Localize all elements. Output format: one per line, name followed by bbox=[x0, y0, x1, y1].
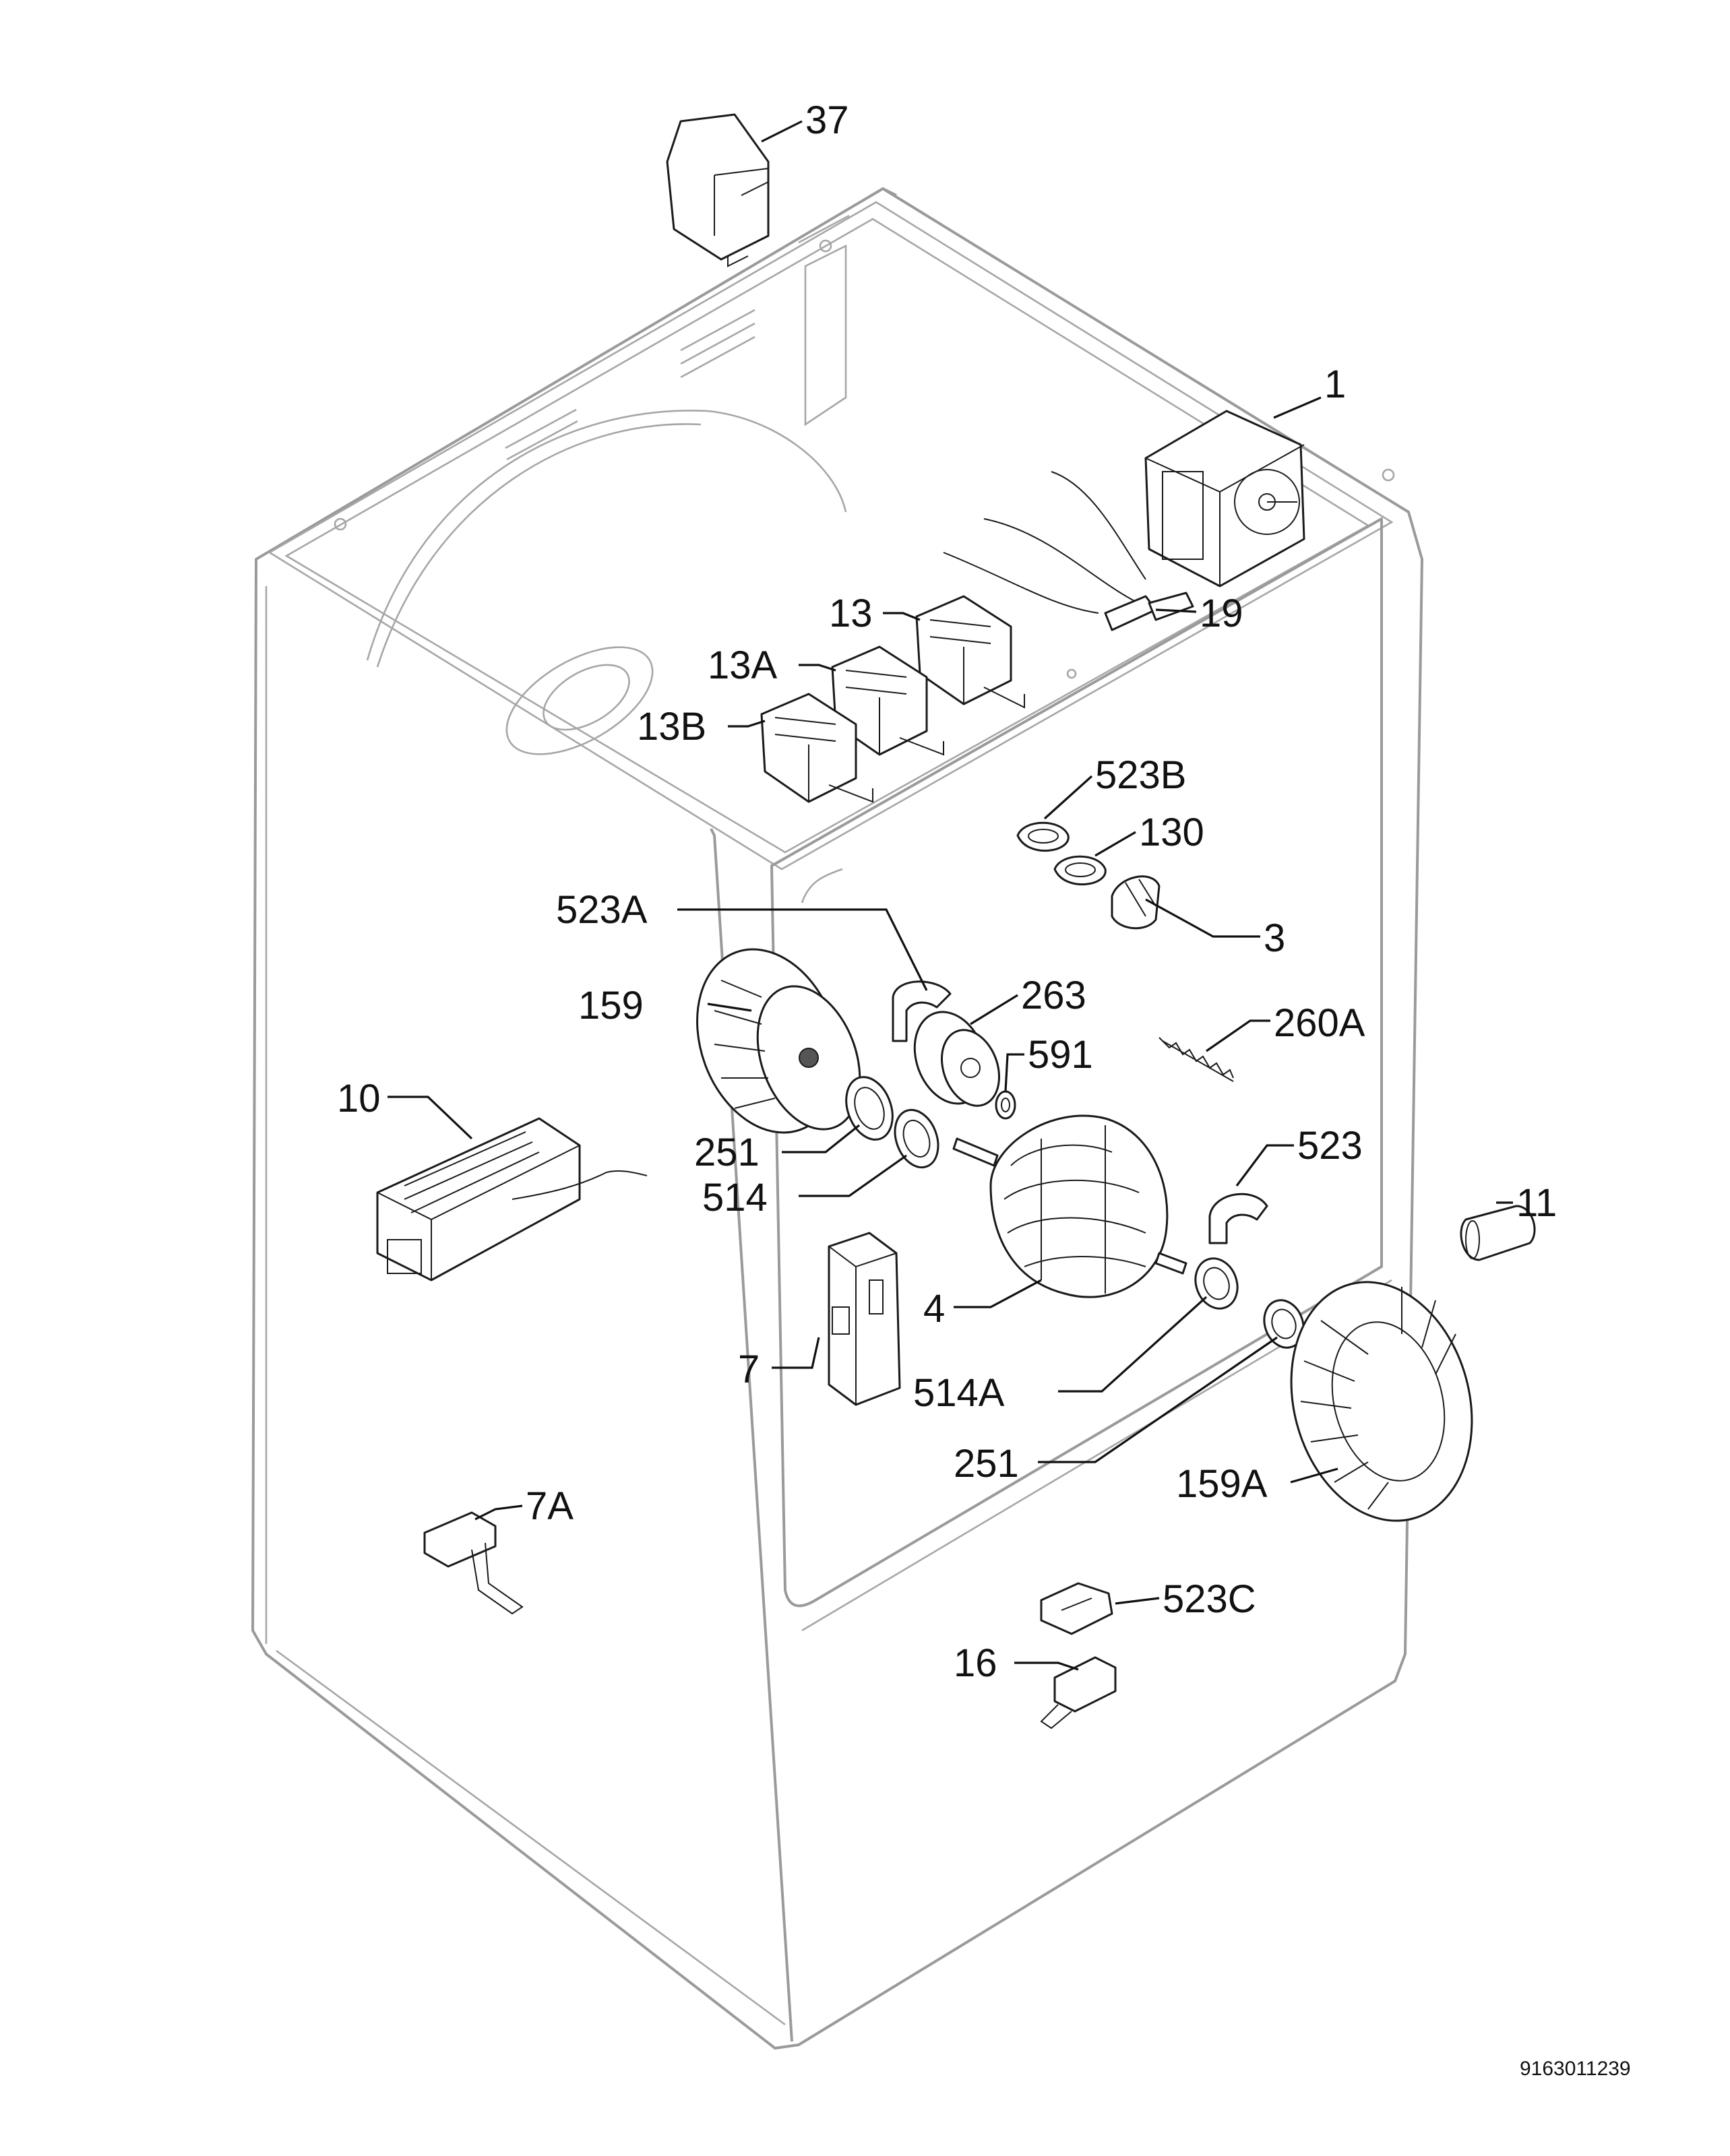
callout-13a: 13A bbox=[708, 643, 778, 687]
bearing-251-upper-part bbox=[845, 1076, 894, 1141]
callout-251-upper: 251 bbox=[694, 1131, 760, 1174]
bracket-523a-part bbox=[892, 980, 952, 1042]
callout-7a: 7A bbox=[526, 1484, 574, 1528]
callout-159: 159 bbox=[578, 984, 644, 1027]
callout-13b: 13B bbox=[637, 705, 706, 749]
callout-523c: 523C bbox=[1163, 1577, 1256, 1621]
callout-labels: 37 1 19 13 13A 13B 523B 130 523A 3 159 2… bbox=[337, 98, 1557, 1685]
spring-260a-part bbox=[1159, 1037, 1234, 1082]
callout-11: 11 bbox=[1516, 1181, 1557, 1225]
leader-lines bbox=[388, 120, 1513, 1671]
bearing-514-part bbox=[894, 1108, 939, 1169]
gasket-523b-part bbox=[1016, 821, 1070, 852]
heater-10-part bbox=[376, 1117, 648, 1281]
document-number: 9163011239 bbox=[1520, 2058, 1631, 2080]
callout-1: 1 bbox=[1324, 362, 1346, 406]
callout-7: 7 bbox=[738, 1348, 760, 1391]
washer-591-part bbox=[995, 1090, 1016, 1120]
callout-130: 130 bbox=[1139, 811, 1204, 854]
switch-16-part bbox=[1040, 1656, 1117, 1730]
drive-wheel-159-part bbox=[696, 948, 861, 1134]
bracket-523-part bbox=[1208, 1193, 1268, 1244]
callout-251-lower: 251 bbox=[954, 1442, 1019, 1486]
callout-13: 13 bbox=[829, 592, 873, 635]
lid-switch-part bbox=[666, 113, 770, 267]
callout-3: 3 bbox=[1264, 916, 1285, 960]
bearing-514a-part bbox=[1194, 1257, 1239, 1310]
capacitor-11-part bbox=[1460, 1205, 1536, 1261]
microswitch-7a-part bbox=[423, 1511, 524, 1615]
callout-263: 263 bbox=[1021, 974, 1086, 1017]
thermostat-3-part bbox=[1111, 875, 1161, 930]
callout-37: 37 bbox=[805, 98, 849, 142]
callout-260a: 260A bbox=[1274, 1001, 1365, 1045]
selector-switch-13-part bbox=[915, 595, 1025, 709]
door-lock-7-part bbox=[828, 1232, 901, 1406]
callout-10: 10 bbox=[337, 1077, 381, 1120]
fan-159a-part bbox=[1290, 1281, 1473, 1522]
thermostat-wires-part bbox=[943, 471, 1194, 631]
callout-514a: 514A bbox=[913, 1371, 1005, 1415]
callout-523: 523 bbox=[1297, 1124, 1363, 1168]
callout-523a: 523A bbox=[556, 888, 648, 932]
callout-514: 514 bbox=[702, 1176, 768, 1219]
program-timer-part bbox=[1144, 410, 1305, 588]
pulley-263-part bbox=[913, 1011, 1001, 1107]
motor-4-part bbox=[952, 1114, 1187, 1298]
callout-159a: 159A bbox=[1176, 1462, 1268, 1506]
callout-523b: 523B bbox=[1095, 753, 1186, 797]
callout-4: 4 bbox=[923, 1287, 945, 1331]
gasket-130-part bbox=[1053, 855, 1107, 885]
callout-591: 591 bbox=[1028, 1033, 1093, 1077]
selector-switch-13b-part bbox=[760, 693, 873, 803]
callout-16: 16 bbox=[954, 1641, 997, 1685]
bearing-251-lower-part bbox=[1263, 1299, 1305, 1349]
callout-19: 19 bbox=[1200, 592, 1243, 635]
dryer-cabinet bbox=[251, 187, 1423, 2050]
clip-523c-part bbox=[1040, 1582, 1113, 1635]
